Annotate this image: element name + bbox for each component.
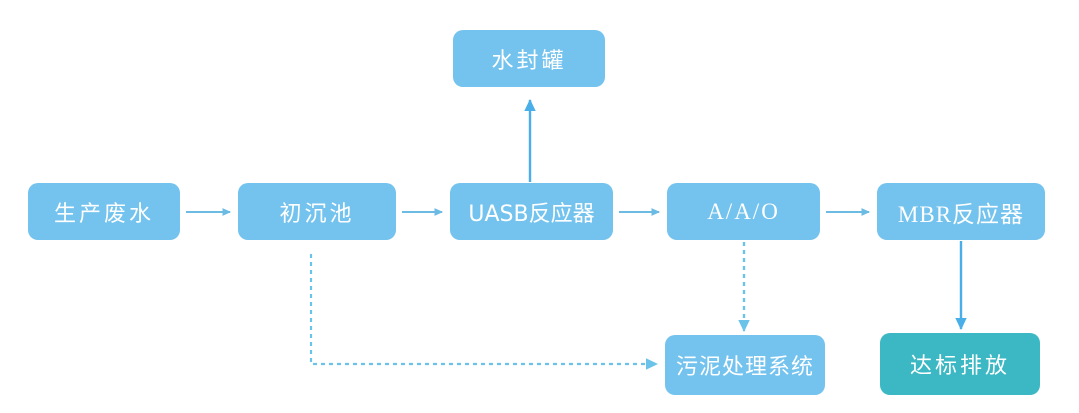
node-label-mbr-reactor: MBR反应器 — [897, 201, 1025, 227]
node-label-aao: A/A/O — [707, 198, 780, 224]
node-label-compliant-discharge: 达标排放 — [909, 354, 1010, 379]
node-mbr-reactor[interactable]: MBR反应器 — [877, 183, 1045, 240]
node-primary-clarifier[interactable]: 初沉池 — [238, 183, 396, 240]
node-label-water-seal-tank: 水封罐 — [491, 48, 567, 74]
edge-primary-to-sludge — [309, 254, 658, 370]
node-label-uasb-reactor: UASB反应器 — [468, 201, 595, 227]
node-label-primary-clarifier: 初沉池 — [279, 201, 355, 227]
node-uasb-reactor[interactable]: UASB反应器 — [450, 183, 613, 240]
node-compliant-discharge[interactable]: 达标排放 — [880, 333, 1040, 395]
node-label-influent: 生产废水 — [53, 201, 154, 227]
node-label-sludge-treatment-system: 污泥处理系统 — [675, 355, 814, 380]
node-aao[interactable]: A/A/O — [667, 183, 820, 240]
node-water-seal-tank[interactable]: 水封罐 — [453, 30, 605, 87]
node-sludge-treatment-system[interactable]: 污泥处理系统 — [665, 335, 825, 395]
node-influent[interactable]: 生产废水 — [28, 183, 180, 240]
